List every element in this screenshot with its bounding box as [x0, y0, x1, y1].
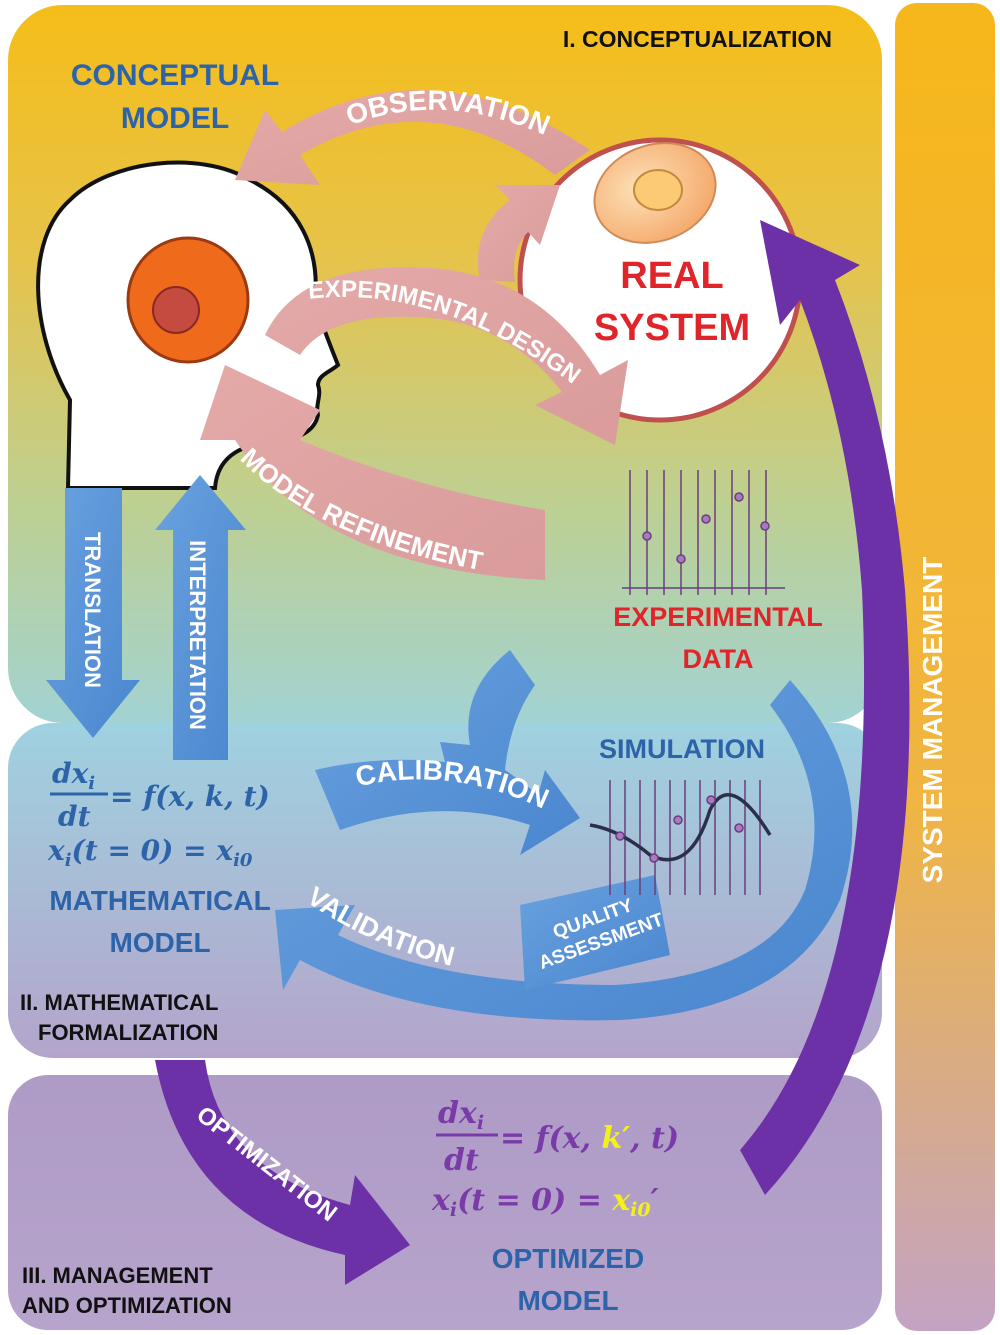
experimental-data-label-line1: EXPERIMENTAL — [613, 602, 823, 632]
ode-lhs-numerator: dx — [52, 757, 89, 790]
experimental-design-return-arrow — [478, 185, 560, 282]
stage-label-management-line2: AND OPTIMIZATION — [22, 1293, 232, 1318]
svg-text:dxi: dxi — [52, 757, 95, 794]
stage-label-management-line1: III. MANAGEMENT — [22, 1263, 213, 1288]
calibration-arrow — [315, 650, 580, 855]
interpretation-arrow — [155, 475, 246, 760]
opt-k-prime: k′ — [601, 1121, 630, 1156]
stage-label-conceptualization: I. CONCEPTUALIZATION — [563, 26, 832, 52]
experimental-data-points — [642, 492, 770, 564]
optimized-model-equation: dxi dt = f(x, k′, t) xi(t = 0) = xi0′ — [431, 1096, 679, 1221]
observation-arrow — [235, 90, 590, 185]
real-system-nucleus-icon — [633, 169, 683, 211]
brain-nucleus-icon — [152, 286, 200, 334]
model-refinement-arrow — [200, 365, 545, 580]
quality-assessment-arrow — [520, 875, 670, 990]
real-system-label-line1: REAL — [620, 255, 723, 297]
svg-text:xi(t = 0) = xi0: xi(t = 0) = xi0 — [47, 834, 253, 871]
opt-ode-lhs-numerator: dx — [438, 1096, 478, 1131]
data-return-arc — [275, 680, 853, 1021]
system-management-label: SYSTEM MANAGEMENT — [917, 557, 948, 884]
stage-label-mathematical-line2: FORMALIZATION — [38, 1020, 218, 1045]
experimental-design-arrow — [265, 267, 628, 445]
optimized-model-label-line2: MODEL — [517, 1285, 618, 1316]
mathematical-model-label-line1: MATHEMATICAL — [49, 885, 270, 916]
stage-mathematical-panel — [8, 723, 882, 1058]
svg-text:= f(x, k′, t): = f(x, k′, t) — [500, 1121, 679, 1156]
side-bar — [895, 3, 995, 1331]
real-system-label-line2: SYSTEM — [594, 307, 750, 349]
opt-ode-lhs-denominator: dt — [444, 1143, 479, 1178]
optimization-arrow — [155, 1060, 410, 1285]
optimized-model-label-line1: OPTIMIZED — [492, 1243, 644, 1274]
conceptual-model-label-line1: CONCEPTUAL — [71, 59, 279, 92]
interpretation-label: INTERPRETATION — [185, 540, 210, 730]
ode-lhs-denominator: dt — [58, 800, 91, 833]
simulation-points — [615, 795, 744, 863]
experimental-data-label-line2: DATA — [683, 644, 754, 674]
init-x: x — [47, 834, 65, 867]
conceptual-model-label-line2: MODEL — [121, 102, 229, 135]
mathematical-model-label-line2: MODEL — [109, 927, 210, 958]
translation-arrow — [46, 488, 140, 738]
stage-label-mathematical-line1: II. MATHEMATICAL — [20, 990, 218, 1015]
translation-label: TRANSLATION — [80, 532, 105, 688]
system-management-arrow — [740, 220, 910, 1195]
svg-text:dxi: dxi — [438, 1096, 484, 1134]
ode-rhs: = f(x, k, t) — [110, 780, 270, 813]
experimental-data-plot — [622, 470, 785, 595]
svg-text:xi(t = 0) = xi0′: xi(t = 0) = xi0′ — [431, 1183, 659, 1221]
simulation-label: SIMULATION — [599, 734, 765, 764]
mathematical-model-equation: dxi dt = f(x, k, t) xi(t = 0) = xi0 — [47, 757, 270, 871]
